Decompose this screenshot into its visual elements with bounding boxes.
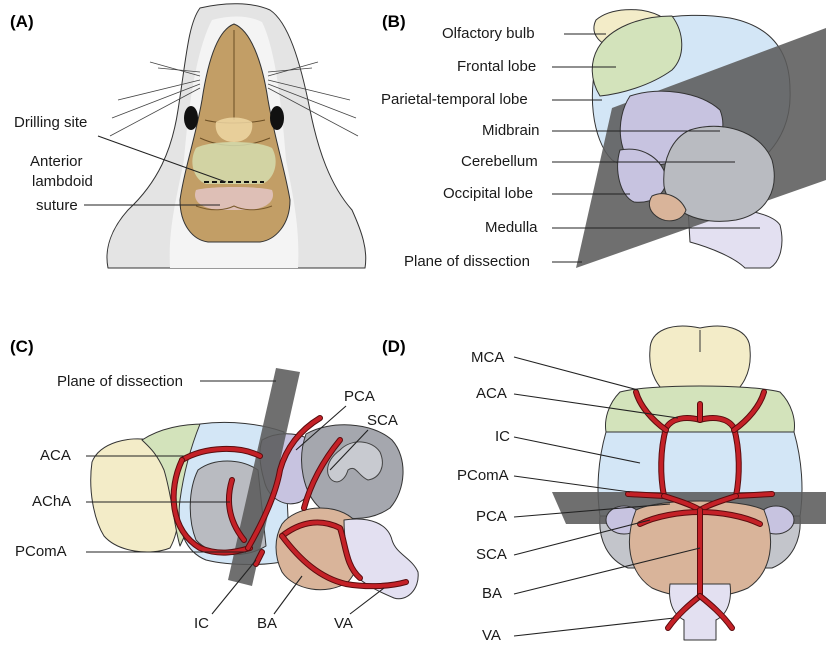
label-acha-c: AChA	[32, 493, 71, 510]
label-pca-c: PCA	[344, 388, 375, 405]
label-ic-d: IC	[495, 428, 510, 445]
label-cerebellum: Cerebellum	[461, 153, 538, 170]
panel-b: (B) Olfactory bulb Frontal lobe Parietal…	[381, 10, 826, 270]
panel-a: (A) Drilling s	[10, 4, 366, 268]
label-medulla: Medulla	[485, 219, 538, 236]
label-frontal-lobe: Frontal lobe	[457, 58, 536, 75]
panel-c: (C)	[10, 337, 418, 632]
label-suture: suture	[36, 197, 78, 214]
eye-right-icon	[270, 106, 284, 130]
label-drilling-site: Drilling site	[14, 114, 87, 131]
panel-c-tag: (C)	[10, 337, 34, 356]
label-pcoma-d: PComA	[457, 467, 509, 484]
label-pcoma-c: PComA	[15, 543, 67, 560]
label-plane-of-dissection-b: Plane of dissection	[404, 253, 530, 270]
panel-d-tag: (D)	[382, 337, 406, 356]
label-pca-d: PCA	[476, 508, 507, 525]
label-aca-d: ACA	[476, 385, 507, 402]
label-va-d: VA	[482, 627, 501, 644]
label-parietal-temporal-lobe: Parietal-temporal lobe	[381, 91, 528, 108]
eye-left-icon	[184, 106, 198, 130]
panel-a-tag: (A)	[10, 12, 34, 31]
label-ba-d: BA	[482, 585, 502, 602]
label-ic-c: IC	[194, 615, 209, 632]
panel-d: (D)	[382, 326, 826, 644]
panel-b-tag: (B)	[382, 12, 406, 31]
label-sca-c: SCA	[367, 412, 398, 429]
label-mca-d: MCA	[471, 349, 504, 366]
label-aca-c: ACA	[40, 447, 71, 464]
label-occipital-lobe: Occipital lobe	[443, 185, 533, 202]
label-va-c: VA	[334, 615, 353, 632]
label-lambdoid: lambdoid	[32, 173, 93, 190]
label-midbrain: Midbrain	[482, 122, 540, 139]
label-sca-d: SCA	[476, 546, 507, 563]
label-olfactory-bulb: Olfactory bulb	[442, 25, 535, 42]
label-anterior: Anterior	[30, 153, 83, 170]
label-ba-c: BA	[257, 615, 277, 632]
label-plane-of-dissection-c: Plane of dissection	[57, 373, 183, 390]
